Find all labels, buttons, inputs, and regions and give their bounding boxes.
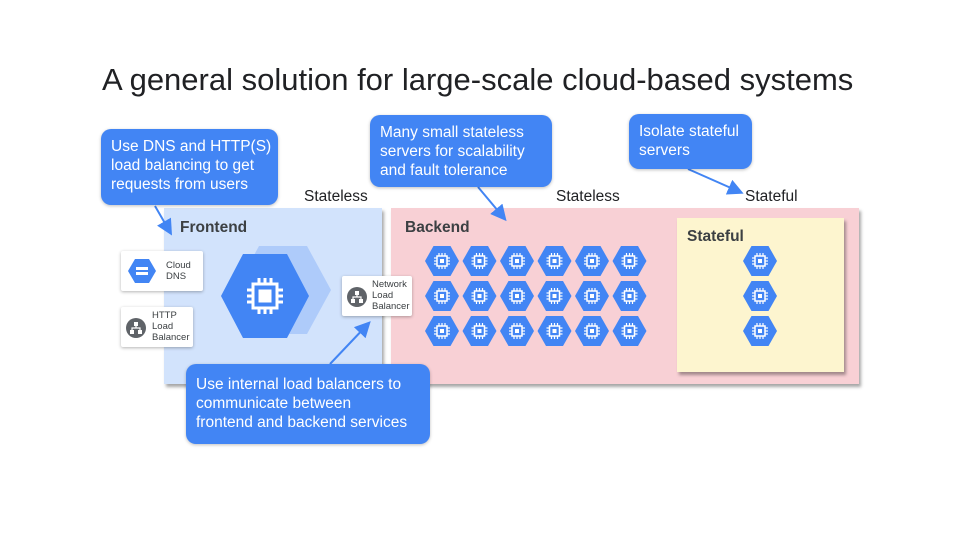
compute-engine-icon xyxy=(575,246,609,276)
compute-engine-icon xyxy=(612,246,647,276)
compute-engine-icon xyxy=(425,281,459,311)
compute-engine-icon xyxy=(743,316,777,346)
compute-engine-icon xyxy=(500,316,534,346)
slide-title: A general solution for large-scale cloud… xyxy=(102,62,854,97)
compute-engine-icon xyxy=(500,246,534,276)
compute-engine-icon xyxy=(537,316,572,346)
stateful-panel-title: Stateful xyxy=(687,228,744,245)
compute-engine-icon xyxy=(537,281,572,311)
stateful-instance-column xyxy=(743,246,777,346)
compute-engine-icon xyxy=(462,246,497,276)
callout-dns-http-load-balancing: Use DNS and HTTP(S) load balancing to ge… xyxy=(101,129,278,205)
cloud-dns-icon xyxy=(128,259,156,283)
callout-stateless-servers: Many small stateless servers for scalabi… xyxy=(370,115,552,187)
callout-internal-load-balancers: Use internal load balancers to communica… xyxy=(186,364,430,444)
load-balancer-icon xyxy=(347,287,367,307)
arrow-to-frontend xyxy=(154,205,172,236)
compute-engine-icon xyxy=(575,316,609,346)
compute-engine-icon xyxy=(575,281,609,311)
compute-engine-icon xyxy=(425,316,459,346)
compute-engine-icon xyxy=(500,281,534,311)
backend-panel-title: Backend xyxy=(405,219,470,236)
compute-engine-icon xyxy=(743,246,777,276)
arrow-to-backend xyxy=(477,186,507,222)
compute-engine-icon xyxy=(425,246,459,276)
load-balancer-icon xyxy=(126,318,146,338)
arrow-to-stateful xyxy=(687,168,744,195)
callout-isolate-stateful: Isolate stateful servers xyxy=(629,114,752,169)
frontend-compute-cluster xyxy=(221,246,331,338)
column-label-stateful: Stateful xyxy=(745,188,798,205)
column-label-backend: Stateless xyxy=(556,188,620,205)
compute-engine-icon xyxy=(462,281,497,311)
compute-engine-icon xyxy=(247,278,283,314)
column-label-frontend: Stateless xyxy=(304,188,368,205)
frontend-panel-title: Frontend xyxy=(180,219,248,236)
arrow-to-network-lb xyxy=(329,321,371,365)
compute-engine-icon xyxy=(612,316,647,346)
compute-engine-icon xyxy=(743,281,777,311)
compute-engine-icon xyxy=(612,281,647,311)
compute-engine-icon xyxy=(462,316,497,346)
backend-instance-grid xyxy=(425,246,647,346)
compute-engine-icon xyxy=(537,246,572,276)
